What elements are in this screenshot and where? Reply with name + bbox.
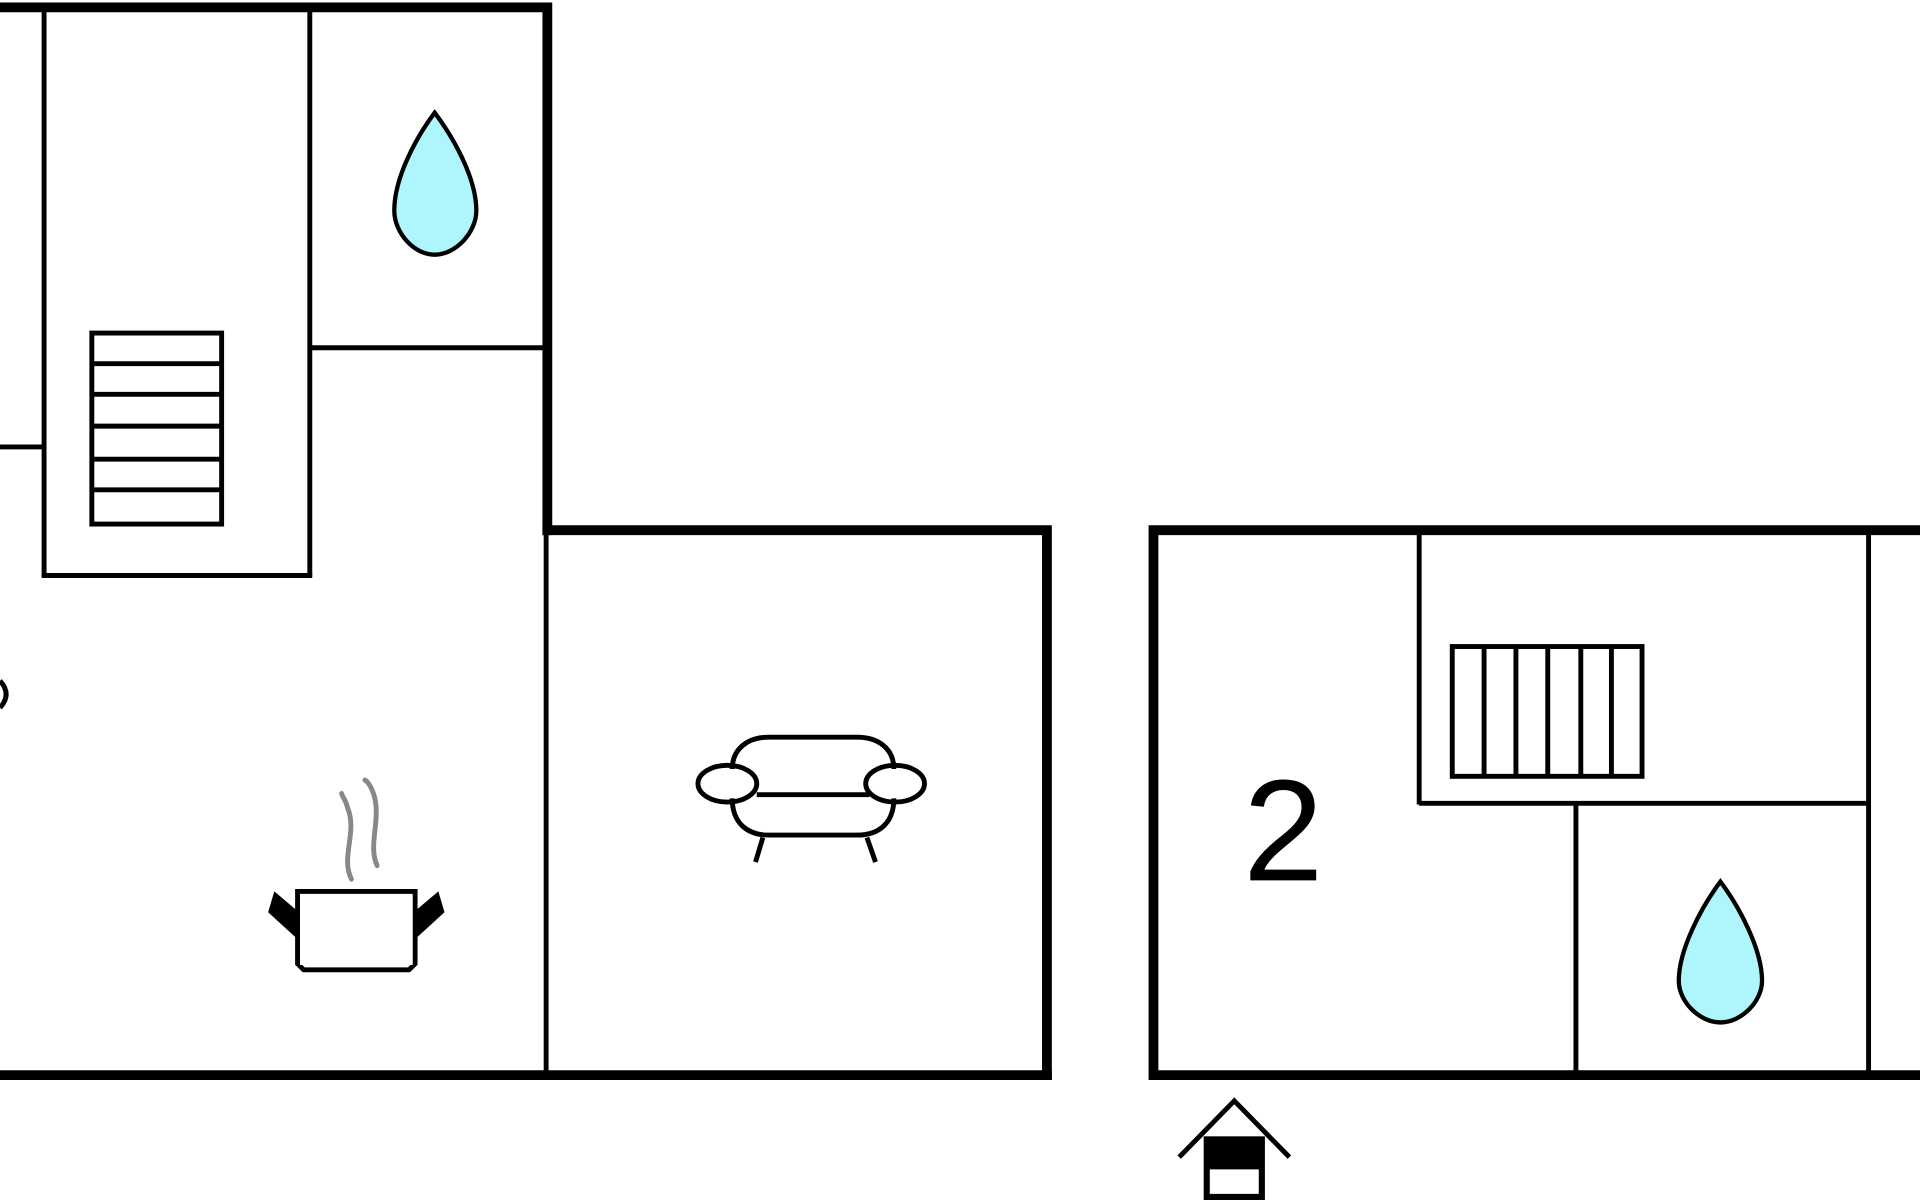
- floor-number-label: 2: [1243, 749, 1323, 911]
- cooking-pot-icon: [268, 777, 445, 973]
- left-building-walls: [0, 2, 1052, 1080]
- water-drop-icon: [392, 109, 479, 257]
- stairs-icon: [89, 330, 225, 527]
- entrance-icon: [1177, 1097, 1292, 1200]
- sofa-icon: [695, 734, 927, 863]
- stairs-icon: [1449, 644, 1645, 779]
- right-building-walls: [1148, 525, 1920, 1080]
- water-drop-icon: [1676, 878, 1765, 1025]
